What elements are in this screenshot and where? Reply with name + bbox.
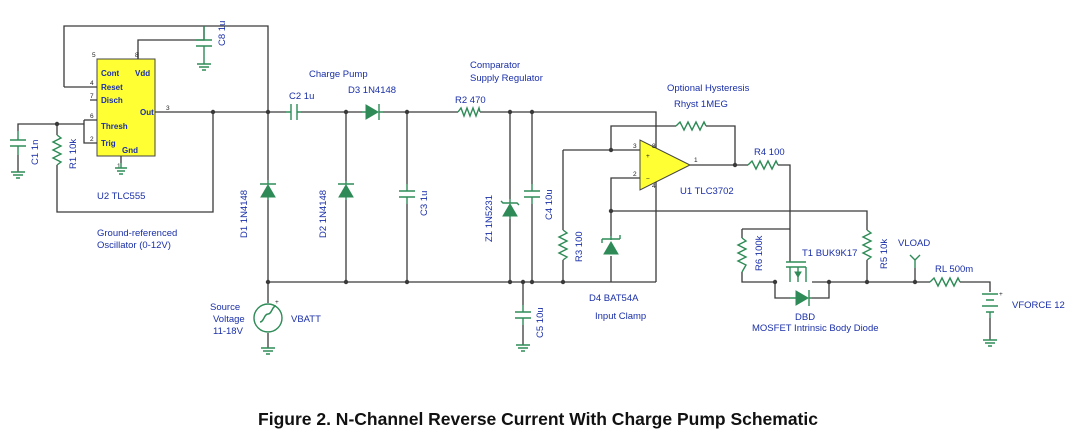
u2-pin-num-4: 4	[90, 80, 94, 87]
labels: U2 TLC555 C8 1u C1 1n R1 10k Ground-refe…	[30, 21, 1065, 338]
u2-pin-trig: Trig	[101, 139, 116, 148]
d1-diode	[260, 180, 276, 200]
rl-resistor	[929, 276, 961, 288]
c2-capacitor	[286, 104, 301, 120]
note-oscillator-2: Oscillator (0-12V)	[97, 240, 171, 251]
label-r2: R2 470	[455, 95, 486, 106]
u2-pin-out: Out	[140, 108, 154, 117]
u2-pin-num-6: 6	[90, 113, 94, 120]
note-charge-pump: Charge Pump	[309, 69, 368, 80]
junction-dots	[54, 109, 918, 285]
z1-zener-diode	[500, 199, 520, 219]
label-c2: C2 1u	[289, 91, 314, 102]
c1-capacitor	[10, 131, 26, 179]
c4-capacitor	[524, 184, 540, 204]
label-d1: D1 1N4148	[239, 190, 250, 238]
vforce-plus-sign: +	[999, 291, 1003, 298]
dbd-body-diode	[790, 290, 812, 306]
note-input-clamp: Input Clamp	[595, 311, 646, 322]
c5-capacitor	[515, 305, 531, 352]
u1-pin-1: 1	[694, 157, 698, 164]
r4-resistor	[747, 159, 779, 171]
vforce-battery: +	[982, 291, 1003, 347]
u2-pin-num-1: 1	[117, 163, 121, 170]
note-source-2: Voltage	[213, 314, 245, 325]
label-r1: R1 10k	[68, 139, 79, 169]
label-r3: R3 100	[574, 231, 585, 262]
note-source-1: Source	[210, 302, 240, 313]
label-u2: U2 TLC555	[97, 191, 145, 202]
label-c8: C8 1u	[217, 21, 228, 46]
label-rl: RL 500m	[935, 264, 973, 275]
u2-pin-num-5: 5	[92, 52, 96, 59]
u2-ground-symbol	[115, 163, 127, 175]
u2-pin-cont: Cont	[101, 69, 120, 78]
label-t1: T1 BUK9K17	[802, 248, 857, 259]
u2-pin-num-7: 7	[90, 93, 94, 100]
label-r5: R5 10k	[879, 239, 890, 269]
note-body-diode: MOSFET Intrinsic Body Diode	[752, 323, 879, 334]
r2-resistor	[457, 105, 481, 118]
label-rhyst: Rhyst 1MEG	[674, 99, 728, 110]
d3-diode	[362, 104, 383, 120]
label-d3: D3 1N4148	[348, 85, 396, 96]
u1-comparator: + − 3 2 8 4 1	[633, 138, 698, 191]
d2-diode	[338, 181, 354, 200]
rhyst-resistor	[675, 120, 707, 132]
wires	[17, 25, 991, 348]
label-c4: C4 10u	[544, 189, 555, 220]
d4-schottky-diode	[601, 235, 621, 255]
r3-resistor	[557, 229, 569, 261]
u2-pin-vdd: Vdd	[135, 69, 150, 78]
label-vbatt: VBATT	[291, 314, 321, 325]
u2-pin-gnd: Gnd	[122, 146, 138, 155]
note-oscillator-1: Ground-referenced	[97, 228, 177, 239]
u2-pin-reset: Reset	[101, 83, 123, 92]
label-vload: VLOAD	[898, 238, 930, 249]
label-vforce: VFORCE 12	[1012, 300, 1065, 311]
vbatt-plus-sign: +	[275, 299, 279, 306]
u1-pin-4: 4	[652, 183, 656, 190]
label-dbd: DBD	[795, 312, 815, 323]
u2-pin-num-2: 2	[90, 136, 94, 143]
label-r4: R4 100	[754, 147, 785, 158]
u2-timer-ic: Cont Vdd Reset Disch Out Thresh Trig Gnd…	[90, 52, 170, 170]
r1-resistor	[51, 134, 63, 166]
note-comparator-1: Comparator	[470, 60, 520, 71]
label-u1: U1 TLC3702	[680, 186, 734, 197]
label-c3: C3 1u	[419, 191, 430, 216]
label-z1: Z1 1N5231	[484, 195, 495, 242]
u2-pin-disch: Disch	[101, 96, 123, 105]
u1-pin-8: 8	[652, 143, 656, 150]
u2-pin-num-3: 3	[166, 105, 170, 112]
c8-capacitor	[196, 26, 212, 71]
note-source-3: 11-18V	[213, 326, 244, 337]
label-d2: D2 1N4148	[318, 190, 329, 238]
c3-capacitor	[399, 184, 415, 204]
t1-mosfet	[786, 261, 807, 282]
vbatt-source: +	[253, 299, 283, 355]
label-c1: C1 1n	[30, 140, 41, 165]
vload-probe	[909, 254, 921, 268]
u1-pin-2: 2	[633, 171, 637, 178]
label-d4: D4 BAT54A	[589, 293, 639, 304]
u1-minus-sign: −	[646, 176, 650, 183]
u1-pin-3: 3	[633, 143, 637, 150]
label-r6: R6 100k	[754, 235, 765, 271]
note-hysteresis: Optional Hysteresis	[667, 83, 750, 94]
u2-pin-thresh: Thresh	[101, 122, 128, 131]
r6-resistor	[736, 237, 748, 273]
note-comparator-2: Supply Regulator	[470, 73, 543, 84]
u2-pin-num-8: 8	[135, 52, 139, 59]
u1-plus-sign: +	[646, 153, 650, 160]
figure-caption: Figure 2. N-Channel Reverse Current With…	[258, 409, 818, 429]
label-c5: C5 10u	[535, 307, 546, 338]
r5-resistor	[861, 229, 873, 261]
